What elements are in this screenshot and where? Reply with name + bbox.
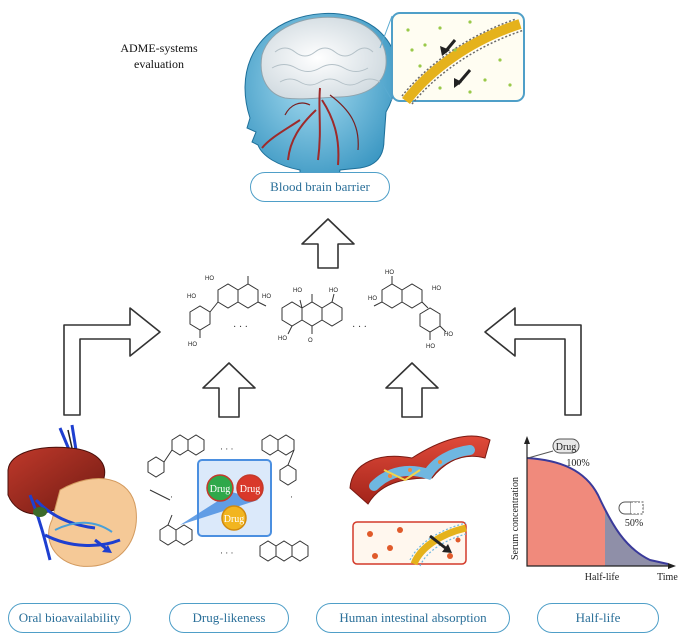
molecule-flavonol-left: [189, 276, 267, 338]
arrow-elbow-right: [484, 307, 582, 416]
halflife-plot: Drug 100% 50% Serum concentration Half-l…: [510, 436, 678, 583]
label-half-life: Half-life: [537, 603, 659, 633]
svg-text:· · ·: · · ·: [220, 548, 234, 558]
svg-text:HO: HO: [368, 296, 377, 302]
halflife-x-end: Time: [657, 572, 678, 583]
molecule-anthraquinone-center: [281, 293, 343, 335]
halflife-y-label: Serum concentration: [510, 477, 521, 560]
label-drug-likeness: Drug-likeness: [169, 603, 289, 633]
label-oral-bioavailability: Oral bioavailability: [8, 603, 131, 633]
svg-text:O: O: [308, 338, 313, 344]
title-line-2: evaluation: [134, 57, 184, 71]
svg-text:HO: HO: [187, 294, 196, 300]
svg-text:·: ·: [170, 492, 173, 502]
ellipsis-left: · · ·: [233, 322, 248, 333]
halflife-half-pct: 50%: [625, 518, 643, 529]
svg-text:HO: HO: [293, 288, 302, 294]
svg-text:HO: HO: [426, 344, 435, 350]
svg-text:·: ·: [290, 492, 293, 502]
label-human-intestinal-absorption: Human intestinal absorption: [316, 603, 510, 633]
svg-text:HO: HO: [385, 270, 394, 276]
svg-text:HO: HO: [188, 342, 197, 348]
arrow-up-right-mol: [385, 362, 439, 418]
intestinal-absorption-illustration: [349, 435, 491, 567]
title-line-1: ADME-systems: [120, 41, 198, 55]
svg-text:HO: HO: [205, 276, 214, 282]
svg-text:· · ·: · · ·: [220, 444, 234, 454]
bbb-zoom-inset: [391, 12, 525, 105]
drug-badge-red: Drug: [240, 484, 261, 495]
arrow-elbow-left: [63, 307, 161, 416]
head-illustration: [244, 12, 397, 183]
drug-likeness-illustration: · · · · · · · · Drug Drug Drug: [147, 434, 309, 562]
svg-text:HO: HO: [262, 294, 271, 300]
svg-text:HO: HO: [432, 286, 441, 292]
ellipsis-right: · · ·: [352, 322, 367, 333]
arrow-up-left-mol: [202, 362, 256, 418]
molecule-flavonol-right: [373, 276, 447, 340]
halflife-pill-label: Drug: [556, 442, 577, 453]
halflife-start-pct: 100%: [566, 458, 589, 469]
svg-text:HO: HO: [329, 288, 338, 294]
arrow-up-center: [301, 218, 355, 269]
label-blood-brain-barrier: Blood brain barrier: [250, 172, 390, 202]
svg-text:HO: HO: [444, 332, 453, 338]
drug-badge-green: Drug: [210, 484, 231, 495]
halflife-x-mark: Half-life: [585, 572, 620, 583]
liver-gi-illustration: [7, 424, 137, 567]
molecule-atom-labels: HO HO HO HO HO HO O HO HO HO HO HO HO: [187, 270, 453, 350]
svg-text:HO: HO: [278, 336, 287, 342]
drug-badge-yellow: Drug: [224, 514, 245, 525]
diagram-title: ADME-systems evaluation: [104, 40, 214, 72]
